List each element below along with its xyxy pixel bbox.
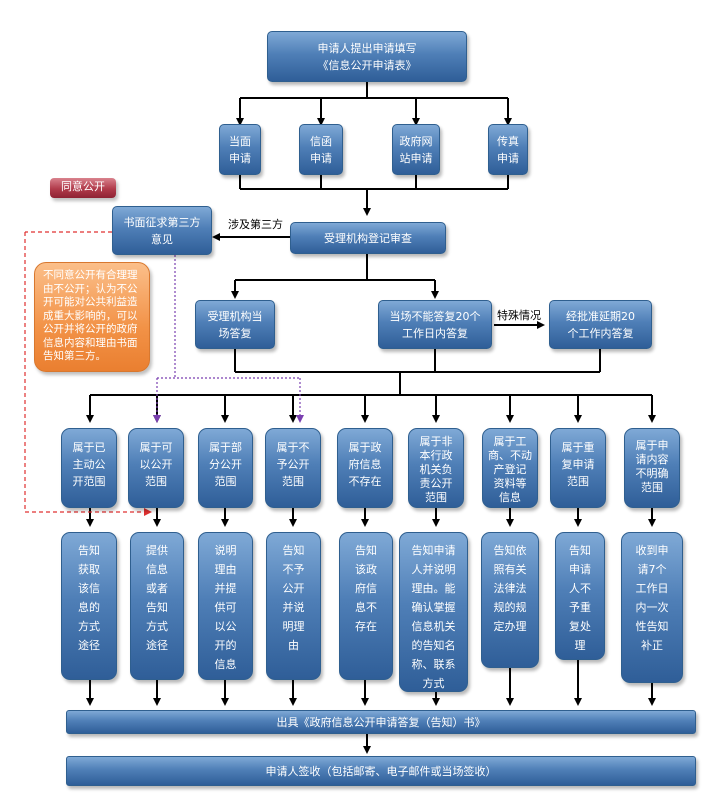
final-sign-bar: 申请人签收（包括邮寄、电子邮件或当场签收） bbox=[66, 756, 696, 786]
action-explain-and-provide: 说明 理由 并提 供可 以公 开的 信息 bbox=[198, 532, 253, 680]
channel-letter: 信函 申请 bbox=[299, 124, 343, 175]
start-line-1: 申请人提出申请填写 bbox=[317, 41, 417, 55]
category-can-publish: 属于可 以公开 范围 bbox=[128, 428, 184, 508]
category-registration-records: 属于工 商、不动 产登记 资料等 信息 bbox=[482, 428, 538, 508]
category-duplicate-request: 属于重 复申请 范围 bbox=[550, 428, 606, 508]
category-partial-publish: 属于部 分公开 范围 bbox=[198, 428, 253, 508]
category-unclear-content: 属于申 请内容 不明确 范围 bbox=[624, 428, 680, 508]
action-tell-access-way: 告知 获取 该信 息的 方式 途径 bbox=[61, 532, 117, 680]
reply-20-days-node: 当场不能答复20个 工作日内答复 bbox=[378, 300, 492, 349]
category-info-not-exist: 属于政 府信息 不存在 bbox=[337, 428, 393, 508]
action-handle-by-law: 告知依 照有关 法律法 规的规 定办理 bbox=[481, 532, 539, 668]
agree-publish-tag: 同意公开 bbox=[50, 178, 116, 198]
category-proactively-published: 属于已 主动公 开范围 bbox=[61, 428, 117, 508]
category-not-this-agency: 属于非 本行政 机关负 责公开 范围 bbox=[408, 428, 464, 508]
channel-fax: 传真 申请 bbox=[488, 124, 528, 175]
start-line-2: 《信息公开申请表》 bbox=[317, 58, 417, 72]
action-no-duplicate: 告知 申请 人不 予重 复处 理 bbox=[555, 532, 605, 660]
register-review-node: 受理机构登记审查 bbox=[290, 222, 446, 254]
application-start-node: 申请人提出申请填写 《信息公开申请表》 bbox=[267, 31, 467, 82]
action-tell-not-exist: 告知 该政 府信 息不 存在 bbox=[339, 532, 393, 680]
action-provide-info: 提供 信息 或者 告知 方式 途径 bbox=[130, 532, 184, 680]
involves-third-party-label: 涉及第三方 bbox=[228, 218, 283, 231]
action-tell-not-publish: 告知 不予 公开 并说 明理 由 bbox=[266, 532, 321, 680]
consult-third-party-node: 书面征求第三方 意见 bbox=[112, 206, 212, 255]
channel-website: 政府网 站申请 bbox=[392, 124, 440, 175]
category-not-publish: 属于不 予公开 范围 bbox=[265, 428, 321, 508]
action-notify-correction: 收到申 请7个 工作日 内一次 性告知 补正 bbox=[621, 532, 683, 683]
reply-on-spot-node: 受理机构当 场答复 bbox=[195, 300, 275, 349]
issue-reply-bar: 出具《政府信息公开申请答复（告知）书》 bbox=[66, 710, 696, 734]
disagree-note: 不同意公开有合理理由不公开；认为不公开可能对公共利益造成重大影响的，可以公开并将… bbox=[34, 262, 150, 372]
channel-in-person: 当面 申请 bbox=[219, 124, 261, 175]
special-case-label: 特殊情况 bbox=[497, 309, 541, 322]
extended-reply-node: 经批准延期20 个工作内答复 bbox=[549, 300, 652, 349]
action-tell-responsible-agency: 告知申请 人并说明 理由。能 确认掌握 信息机关 的告知名 称、联系 方式 bbox=[399, 532, 468, 692]
